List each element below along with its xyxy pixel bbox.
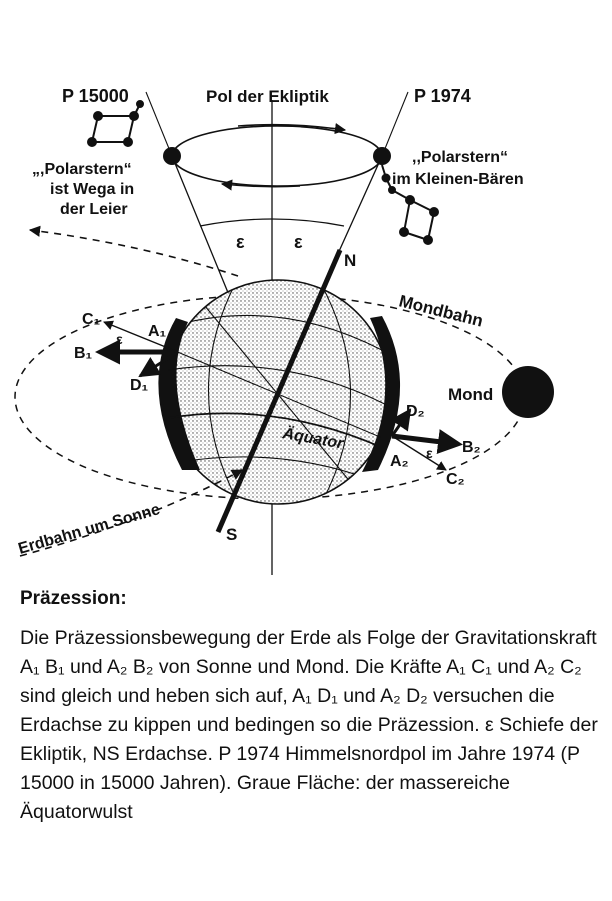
pole-pointer-right — [381, 91, 409, 157]
label-epsilon-right-force: ε — [426, 445, 433, 461]
label-polarstern-left-1: „,Polarstern“ — [32, 161, 132, 178]
force-a2-c2 — [391, 435, 447, 471]
meridian-line-1 — [207, 281, 239, 503]
lyra-constellation-icon — [87, 100, 144, 147]
label-polarstern-right-1: ,,Polarstern“ — [412, 149, 508, 166]
earth-orbit-upper — [28, 225, 239, 277]
ursa-minor-constellation-icon — [381, 164, 439, 245]
pole-p15000-dot — [163, 147, 181, 165]
label-a1: A₁ — [148, 323, 167, 340]
label-epsilon-right: ε — [294, 232, 303, 252]
label-p15000: P 15000 — [62, 86, 129, 106]
label-c1: C₁ — [82, 311, 101, 328]
earth-orbit-lower — [19, 469, 243, 557]
label-a2: A₂ — [390, 453, 409, 470]
label-epsilon-left: ε — [236, 232, 245, 252]
label-b2: B₂ — [462, 439, 481, 456]
label-p1974: P 1974 — [414, 86, 471, 106]
caption-text: Die Präzessionsbewegung der Erde als Fol… — [20, 627, 598, 823]
label-mondbahn: Mondbahn — [397, 291, 485, 330]
label-polarstern-left-2: ist Wega in — [50, 181, 134, 198]
epsilon-arc — [199, 218, 345, 227]
pole-p1974-dot — [373, 147, 391, 165]
precession-circle — [171, 125, 383, 187]
label-n: N — [344, 251, 356, 270]
latitude-line-3 — [179, 456, 373, 481]
earth-axis-ns — [215, 249, 343, 533]
precession-diagram: P 15000 Pol der Ekliptik P 1974 „,Polars… — [14, 86, 554, 575]
force-a2-b2 — [391, 429, 463, 455]
moon-icon — [502, 366, 554, 418]
force-a1-d1 — [138, 350, 179, 378]
caption: Präzession: Die Präzessionsbewegung der … — [20, 588, 600, 827]
label-b1: B₁ — [74, 345, 93, 362]
pole-pointer-left — [145, 91, 173, 157]
equator-line — [167, 412, 390, 453]
precession-arrow-top — [237, 123, 347, 135]
meridian-line-2 — [319, 281, 352, 503]
force-a2-d2 — [390, 408, 412, 437]
label-erdbahn: Erdbahn um Sonne — [16, 501, 162, 558]
label-d1: D₁ — [130, 377, 149, 394]
label-s: S — [226, 525, 237, 544]
label-c2: C₂ — [446, 471, 465, 488]
equatorial-bulge-left — [158, 318, 200, 470]
force-a1-c1 — [103, 320, 179, 353]
label-polarstern-right-2: im Kleinen-Bären — [392, 171, 524, 188]
label-d2: D₂ — [406, 403, 425, 420]
label-polarstern-left-3: der Leier — [60, 201, 128, 218]
label-epsilon-left-force: ε — [116, 331, 123, 347]
meridian-line-4 — [167, 347, 390, 443]
label-pol-ekliptik: Pol der Ekliptik — [206, 87, 329, 106]
precession-arrow-bottom — [220, 179, 301, 191]
caption-title: Präzession: — [20, 588, 127, 609]
label-mond: Mond — [448, 385, 493, 404]
equatorial-bulge-right — [362, 316, 401, 472]
